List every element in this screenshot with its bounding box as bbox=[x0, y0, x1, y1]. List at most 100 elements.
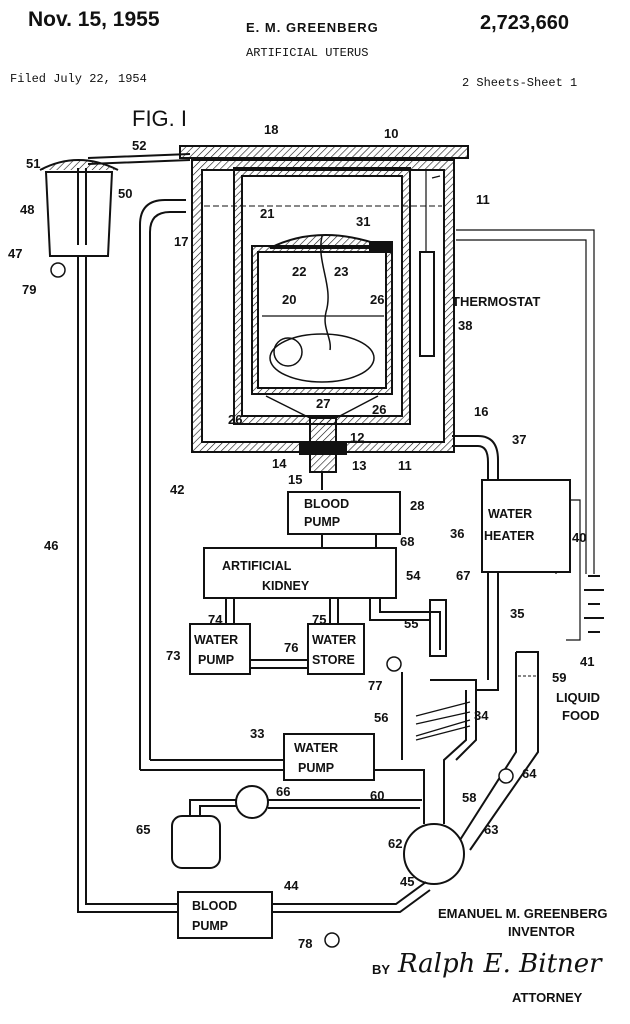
artificial-kidney-box: ARTIFICIAL KIDNEY bbox=[203, 547, 397, 599]
tank-cover bbox=[179, 145, 469, 159]
ref-78: 78 bbox=[298, 936, 312, 951]
ref-51: 51 bbox=[26, 156, 40, 171]
inventor-role: INVENTOR bbox=[508, 924, 576, 939]
patent-number: 2,723,660 bbox=[480, 12, 569, 34]
reservoir bbox=[44, 171, 114, 257]
ref-37: 37 bbox=[512, 432, 526, 447]
food-column bbox=[459, 651, 539, 851]
water-pump-large-box: WATER PUMP bbox=[283, 733, 375, 781]
ref-54: 54 bbox=[406, 568, 421, 583]
attorney-role: ATTORNEY bbox=[512, 990, 583, 1005]
ref-36: 36 bbox=[450, 526, 464, 541]
ref-68: 68 bbox=[400, 534, 414, 549]
valve-77 bbox=[386, 656, 402, 672]
ref-40: 40 bbox=[572, 530, 586, 545]
ref-10: 10 bbox=[384, 126, 398, 141]
filing-date: Filed July 22, 1954 bbox=[10, 72, 147, 86]
inventor-name: EMANUEL M. GREENBERG bbox=[438, 906, 608, 921]
ref-26c: 26 bbox=[372, 402, 386, 417]
thermostat-label: THERMOSTAT bbox=[452, 294, 540, 309]
svg-text:KIDNEY: KIDNEY bbox=[262, 579, 310, 593]
svg-text:STORE: STORE bbox=[312, 653, 355, 667]
ref-65: 65 bbox=[136, 822, 150, 837]
ref-42: 42 bbox=[170, 482, 184, 497]
valve-64 bbox=[498, 768, 514, 784]
ref-31: 31 bbox=[356, 214, 370, 229]
svg-text:WATER: WATER bbox=[488, 507, 532, 521]
ref-45: 45 bbox=[400, 874, 414, 889]
ref-77: 77 bbox=[368, 678, 382, 693]
blood-pump-upper-box: BLOOD PUMP bbox=[287, 491, 401, 535]
ref-12: 12 bbox=[350, 430, 364, 445]
ref-35: 35 bbox=[510, 606, 524, 621]
water-store-box: WATER STORE bbox=[307, 623, 365, 675]
ref-11a: 11 bbox=[476, 192, 490, 207]
ref-50: 50 bbox=[118, 186, 132, 201]
ref-17: 17 bbox=[174, 234, 188, 249]
ref-15: 15 bbox=[288, 472, 302, 487]
ref-62: 62 bbox=[388, 836, 402, 851]
svg-text:ARTIFICIAL: ARTIFICIAL bbox=[222, 559, 292, 573]
flow-meter bbox=[235, 785, 269, 819]
gas-cylinder bbox=[171, 815, 221, 869]
ref-18: 18 bbox=[264, 122, 278, 137]
ref-33: 33 bbox=[250, 726, 264, 741]
figure-label: FIG. I bbox=[132, 106, 187, 131]
thermostat-probe bbox=[419, 251, 435, 357]
svg-text:PUMP: PUMP bbox=[192, 919, 228, 933]
svg-text:WATER: WATER bbox=[294, 741, 338, 755]
ref-52: 52 bbox=[132, 138, 146, 153]
reference-numbers: 51 52 18 10 50 11 48 17 21 31 47 79 22 2… bbox=[8, 122, 594, 951]
inventor-header: E. M. GREENBERG bbox=[246, 20, 379, 35]
svg-text:HEATER: HEATER bbox=[484, 529, 534, 543]
ref-41: 41 bbox=[580, 654, 594, 669]
ref-23: 23 bbox=[334, 264, 348, 279]
ref-22: 22 bbox=[292, 264, 306, 279]
ref-16: 16 bbox=[474, 404, 488, 419]
ref-63: 63 bbox=[484, 822, 498, 837]
water-heater-box: WATER HEATER bbox=[481, 479, 571, 573]
patent-title: ARTIFICIAL UTERUS bbox=[246, 46, 369, 60]
ref-28: 28 bbox=[410, 498, 424, 513]
fetus bbox=[269, 333, 375, 383]
sheet-count: 2 Sheets-Sheet 1 bbox=[462, 76, 578, 90]
ref-27: 27 bbox=[316, 396, 330, 411]
ref-26b: 26 bbox=[228, 412, 242, 427]
ref-21: 21 bbox=[260, 206, 274, 221]
mixing-flask bbox=[403, 823, 465, 885]
blood-pump-lower-box: BLOOD PUMP bbox=[177, 891, 273, 939]
ref-44: 44 bbox=[284, 878, 299, 893]
ref-34: 34 bbox=[474, 708, 489, 723]
coil-34 bbox=[415, 701, 471, 741]
liquid-food-label-2: FOOD bbox=[562, 708, 600, 723]
ref-74: 74 bbox=[208, 612, 223, 627]
ref-59: 59 bbox=[552, 670, 566, 685]
liquid-food-label-1: LIQUID bbox=[556, 690, 600, 705]
ref-11b: 11 bbox=[398, 458, 412, 473]
svg-text:BLOOD: BLOOD bbox=[304, 497, 349, 511]
ref-48: 48 bbox=[20, 202, 34, 217]
ref-55: 55 bbox=[404, 616, 418, 631]
ref-75: 75 bbox=[312, 612, 326, 627]
ref-13: 13 bbox=[352, 458, 366, 473]
ref-47: 47 bbox=[8, 246, 22, 261]
ref-38: 38 bbox=[458, 318, 472, 333]
svg-text:PUMP: PUMP bbox=[304, 515, 340, 529]
ref-66: 66 bbox=[276, 784, 290, 799]
ref-56: 56 bbox=[374, 710, 388, 725]
ref-20: 20 bbox=[282, 292, 296, 307]
ref-67: 67 bbox=[456, 568, 470, 583]
attorney-signature: Ralph E. Bitner bbox=[397, 949, 603, 979]
ref-64: 64 bbox=[522, 766, 537, 781]
ref-58: 58 bbox=[462, 790, 476, 805]
patent-date: Nov. 15, 1955 bbox=[28, 8, 160, 31]
svg-text:WATER: WATER bbox=[194, 633, 238, 647]
ref-73: 73 bbox=[166, 648, 180, 663]
ref-46: 46 bbox=[44, 538, 58, 553]
by-label: BY bbox=[372, 962, 390, 977]
ref-14: 14 bbox=[272, 456, 287, 471]
svg-text:PUMP: PUMP bbox=[298, 761, 334, 775]
ref-76: 76 bbox=[284, 640, 298, 655]
ref-79: 79 bbox=[22, 282, 36, 297]
